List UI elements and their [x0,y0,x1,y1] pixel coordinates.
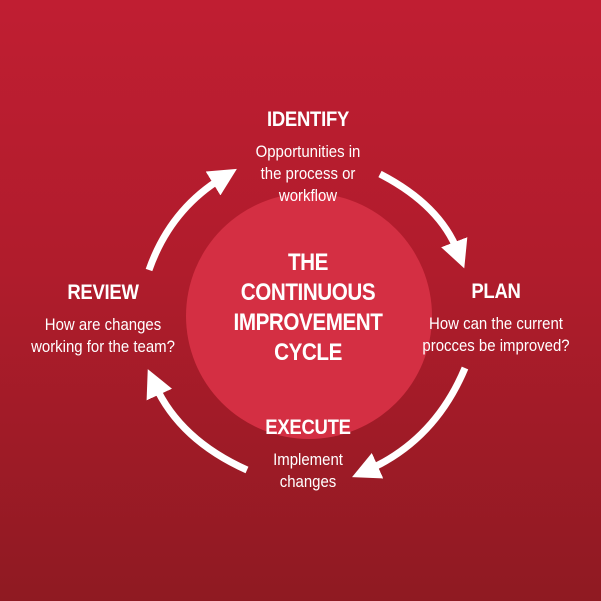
stage-plan: PLAN How can the current procces be impr… [410,280,582,357]
stage-description-line: working for the team? [31,337,175,356]
stage-title-review: REVIEW [67,281,139,304]
stage-description-line: How are changes [44,315,162,334]
center-title-line: THE [288,249,328,276]
center-title-line: CYCLE [274,339,342,366]
stage-description-execute: Implement changes [228,449,388,493]
stage-identify: IDENTIFY Opportunities in the process or… [218,108,398,207]
center-title-line: CONTINUOUS [240,279,376,306]
stage-description-line: the process or [260,164,356,183]
stage-description-review: How are changes working for the team? [20,314,186,358]
arrow-review-to-identify-icon [145,168,237,272]
arrow-plan-to-execute-icon [352,366,469,479]
stage-execute: EXECUTE Implement changes [228,416,388,493]
stage-description-line: changes [279,472,337,491]
stage-description-line: Opportunities in [255,142,361,161]
center-title-line: IMPROVEMENT [233,309,383,336]
stage-title-execute: EXECUTE [265,416,351,439]
stage-description-line: procces be improved? [422,336,570,355]
center-title: THE CONTINUOUS IMPROVEMENT CYCLE [222,248,394,368]
arrow-identify-to-plan-icon [378,170,468,269]
stage-description-identify: Opportunities in the process or workflow [218,141,398,207]
stage-description-line: How can the current [429,314,563,333]
stage-title-plan: PLAN [471,280,521,303]
stage-title-identify: IDENTIFY [266,108,350,131]
stage-description-line: Implement [273,450,343,469]
center-circle [186,193,432,439]
stage-review: REVIEW How are changes working for the t… [20,281,186,358]
arrow-execute-to-review-icon [146,369,249,474]
stage-description-plan: How can the current procces be improved? [410,313,582,357]
stage-description-line: workflow [278,186,338,205]
